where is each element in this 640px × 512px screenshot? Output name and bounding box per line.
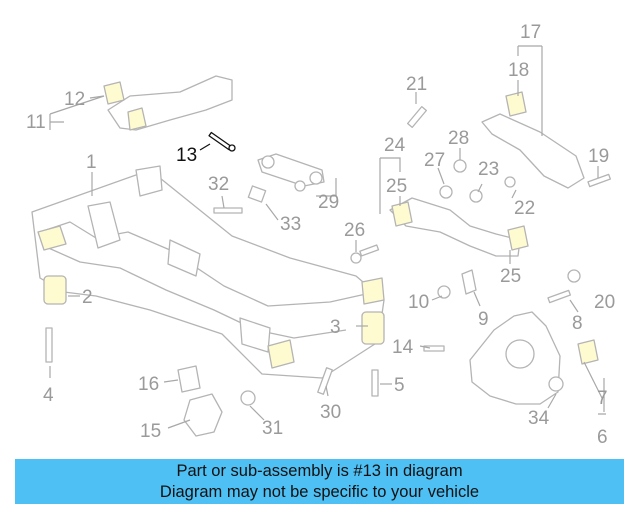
- callout-33[interactable]: 33: [280, 214, 301, 235]
- callout-labels: 1 2 3 4 5 6 7 8 9 10 11 12 13 14 15 16 1…: [26, 22, 615, 448]
- callout-18[interactable]: 18: [508, 60, 529, 81]
- callout-13[interactable]: 13: [176, 145, 197, 166]
- mount-part-16[interactable]: [177, 365, 201, 393]
- callout-27[interactable]: 27: [424, 150, 445, 171]
- callout-12[interactable]: 12: [64, 89, 85, 110]
- trailing-arm-part[interactable]: [389, 197, 529, 257]
- callout-8[interactable]: 8: [572, 313, 583, 334]
- callout-11[interactable]: 11: [26, 112, 46, 133]
- callout-24[interactable]: 24: [384, 135, 406, 156]
- callout-25-upper[interactable]: 25: [386, 176, 407, 197]
- wheel-knuckle-part[interactable]: [469, 311, 599, 405]
- callout-19[interactable]: 19: [588, 146, 609, 167]
- callout-29[interactable]: 29: [318, 192, 339, 213]
- callout-30[interactable]: 30: [320, 402, 341, 423]
- subframe-part[interactable]: [31, 165, 385, 379]
- callout-1[interactable]: 1: [86, 152, 97, 173]
- leader-lines: [49, 45, 606, 429]
- link-part[interactable]: [257, 153, 325, 187]
- bushing-part-2[interactable]: [43, 275, 67, 305]
- callout-23[interactable]: 23: [478, 159, 499, 180]
- callout-31[interactable]: 31: [262, 418, 283, 439]
- callout-4[interactable]: 4: [43, 385, 54, 406]
- callout-14[interactable]: 14: [392, 337, 414, 358]
- callout-26[interactable]: 26: [344, 220, 365, 241]
- callout-28[interactable]: 28: [448, 128, 469, 149]
- banner-line-1: Part or sub-assembly is #13 in diagram: [176, 461, 463, 480]
- callout-5[interactable]: 5: [394, 375, 405, 396]
- callout-16[interactable]: 16: [138, 374, 159, 395]
- callout-15[interactable]: 15: [140, 421, 161, 442]
- callout-9[interactable]: 9: [478, 309, 489, 330]
- callout-20[interactable]: 20: [594, 292, 615, 313]
- callout-34[interactable]: 34: [528, 408, 550, 429]
- callout-7[interactable]: 7: [597, 388, 608, 409]
- callout-2[interactable]: 2: [82, 287, 93, 308]
- callout-10[interactable]: 10: [408, 292, 429, 313]
- callout-25-lower[interactable]: 25: [500, 266, 521, 287]
- lower-control-arm-part[interactable]: [481, 91, 585, 189]
- mount-part-15[interactable]: [183, 393, 223, 437]
- callout-3[interactable]: 3: [330, 317, 341, 338]
- callout-32[interactable]: 32: [208, 174, 229, 195]
- bolt-part-13[interactable]: [208, 131, 236, 152]
- callout-21[interactable]: 21: [406, 74, 427, 95]
- callout-6[interactable]: 6: [597, 427, 608, 448]
- callout-17[interactable]: 17: [520, 22, 541, 43]
- bushing-part-3[interactable]: [361, 311, 385, 345]
- info-banner: Part or sub-assembly is #13 in diagram D…: [15, 459, 624, 504]
- upper-control-arm-part[interactable]: [103, 75, 233, 131]
- fasteners: [45, 105, 612, 406]
- banner-line-2: Diagram may not be specific to your vehi…: [159, 482, 480, 501]
- callout-22[interactable]: 22: [514, 198, 535, 219]
